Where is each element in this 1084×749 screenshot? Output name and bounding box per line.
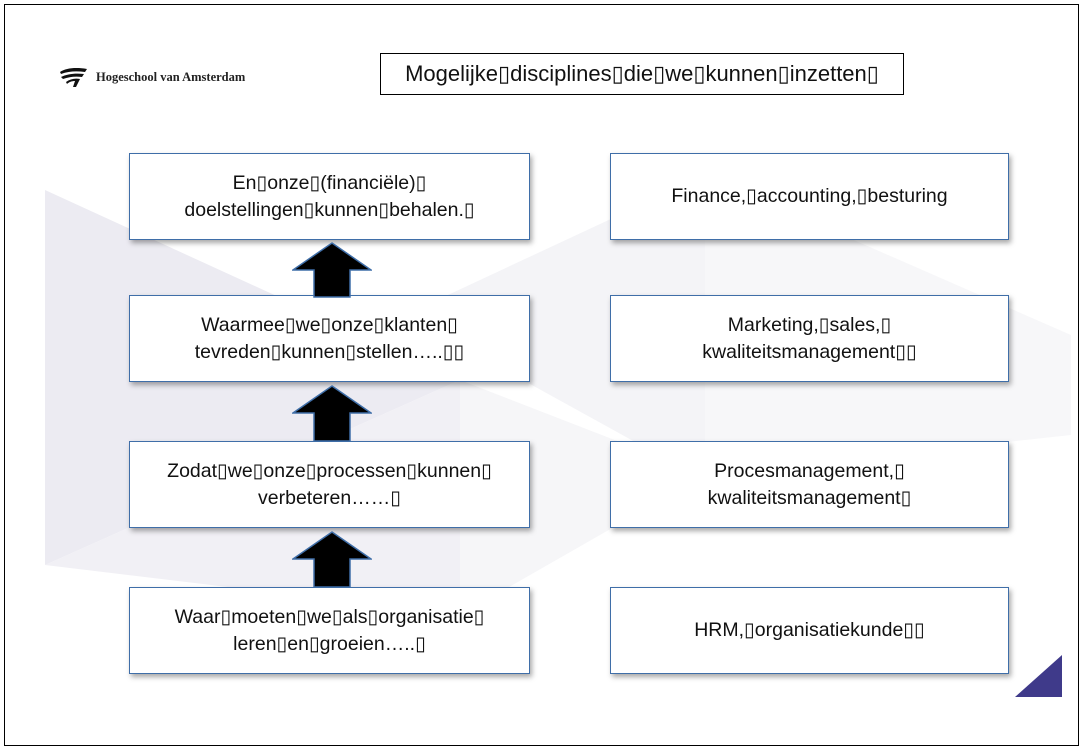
corner-triangle-icon [1015,655,1062,697]
left-box-1: En▯onze▯(financiële)▯ doelstellingen▯kunn… [129,153,530,240]
hva-logo-icon [60,68,87,87]
logo: Hogeschool van Amsterdam [58,65,245,89]
left-box-2-line1: Waarmee▯we▯onze▯klanten▯ [201,314,458,337]
left-box-1-line1: En▯onze▯(financiële)▯ [232,172,427,195]
right-box-3-line1: Procesmanagement,▯ [714,460,905,483]
left-box-4-line2: leren▯en▯groeien…..▯ [233,632,426,655]
left-box-1-line2: doelstellingen▯kunnen▯behalen.▯ [184,198,475,221]
left-box-3: Zodat▯we▯onze▯processen▯kunnen▯ verbetere… [129,441,530,528]
right-box-1-line1: Finance,▯accounting,▯besturing [671,185,948,208]
logo-text: Hogeschool van Amsterdam [96,69,246,84]
right-box-4: HRM,▯organisatiekunde▯▯ [610,587,1009,674]
right-box-2-line2: kwaliteitsmanagement▯▯ [702,340,917,363]
slide: Hogeschool van Amsterdam Mogelijke▯disci… [4,4,1079,746]
right-box-4-line1: HRM,▯organisatiekunde▯▯ [694,619,925,642]
left-box-2-line2: tevreden▯kunnen▯stellen…..▯▯ [194,340,465,363]
right-box-2-line1: Marketing,▯sales,▯ [727,314,892,337]
up-arrow-icon [292,385,372,442]
left-box-4-line1: Waar▯moeten▯we▯als▯organisatie▯ [174,606,485,629]
left-box-3-line1: Zodat▯we▯onze▯processen▯kunnen▯ [167,460,492,483]
right-box-1: Finance,▯accounting,▯besturing [610,153,1009,240]
left-box-2: Waarmee▯we▯onze▯klanten▯ tevreden▯kunnen▯… [129,295,530,382]
up-arrow-icon [292,531,372,588]
right-box-2: Marketing,▯sales,▯ kwaliteitsmanagement▯▯ [610,295,1009,382]
slide-title: Mogelijke▯disciplines▯die▯we▯kunnen▯inze… [380,53,904,95]
left-box-4: Waar▯moeten▯we▯als▯organisatie▯ leren▯en▯… [129,587,530,674]
right-box-3-line2: kwaliteitsmanagement▯ [707,486,912,509]
right-box-3: Procesmanagement,▯ kwaliteitsmanagement▯ [610,441,1009,528]
left-box-3-line2: verbeteren……▯ [258,486,401,509]
up-arrow-icon [292,242,372,298]
